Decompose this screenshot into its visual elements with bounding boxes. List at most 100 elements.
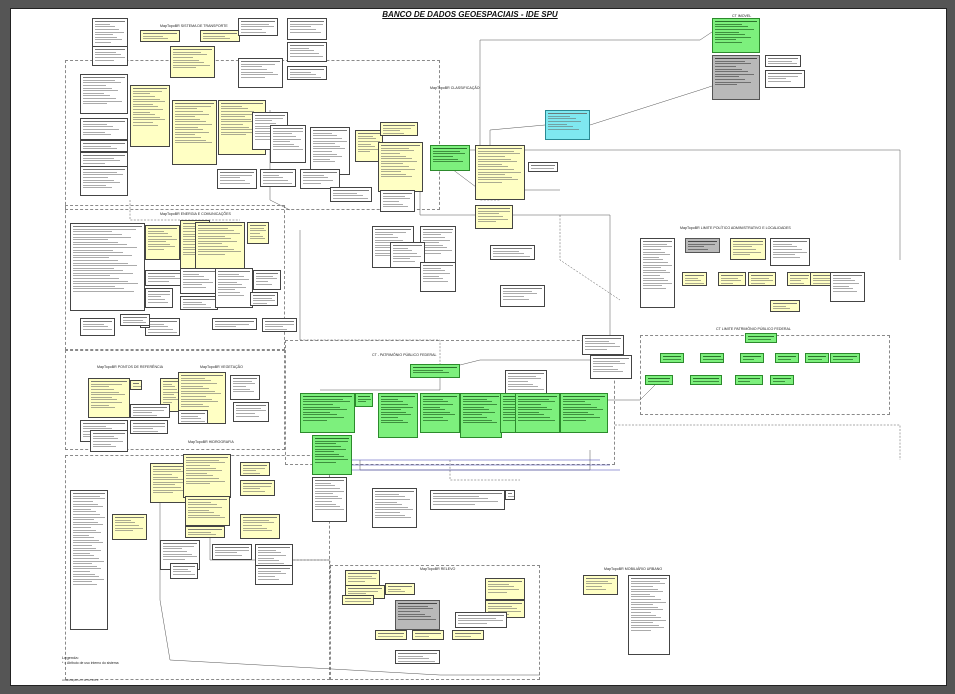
class-attribute-line xyxy=(631,617,661,619)
class-attribute-line xyxy=(508,375,536,377)
class-box xyxy=(238,18,278,36)
class-attribute-line xyxy=(183,225,199,227)
class-attribute-line xyxy=(478,163,502,165)
class-box xyxy=(80,318,115,336)
class-attribute-line xyxy=(183,301,202,303)
class-attribute-line xyxy=(508,380,528,382)
class-box xyxy=(230,375,260,400)
class-box-header xyxy=(95,21,125,23)
class-attribute-line xyxy=(163,548,182,550)
class-attribute-line xyxy=(488,608,517,610)
class-box xyxy=(253,270,281,290)
class-attribute-line xyxy=(73,555,95,557)
class-box xyxy=(740,353,764,363)
class-attribute-line xyxy=(198,230,234,232)
class-box-header xyxy=(173,49,212,51)
class-box xyxy=(420,262,456,292)
class-attribute-line xyxy=(381,163,404,165)
class-attribute-line xyxy=(393,260,415,262)
class-attribute-line xyxy=(778,358,791,360)
class-attribute-line xyxy=(303,419,327,421)
class-attribute-line xyxy=(315,490,345,492)
class-attribute-line xyxy=(198,238,232,240)
class-attribute-line xyxy=(73,265,138,267)
class-attribute-line xyxy=(83,328,113,330)
class-attribute-line xyxy=(73,285,115,287)
class-attribute-line xyxy=(236,415,260,417)
class-attribute-line xyxy=(631,591,663,593)
class-attribute-line xyxy=(478,168,515,170)
class-attribute-line xyxy=(243,470,256,472)
class-attribute-line xyxy=(423,278,444,280)
class-attribute-line xyxy=(148,293,170,295)
class-attribute-line xyxy=(643,274,660,276)
class-box xyxy=(345,570,380,586)
class-attribute-line xyxy=(148,278,181,280)
class-attribute-line xyxy=(73,524,103,526)
class-attribute-line xyxy=(93,446,117,448)
class-attribute-line xyxy=(183,243,199,245)
class-box-header xyxy=(715,58,757,60)
class-attribute-line xyxy=(358,148,379,150)
class-attribute-line xyxy=(221,118,252,120)
class-attribute-line xyxy=(358,146,375,148)
class-attribute-line xyxy=(256,275,274,277)
class-box xyxy=(180,268,218,294)
class-box xyxy=(490,245,535,260)
class-attribute-line xyxy=(133,101,165,103)
class-attribute-line xyxy=(256,283,272,285)
class-box xyxy=(380,122,418,136)
class-attribute-line xyxy=(348,575,372,577)
class-attribute-line xyxy=(768,75,799,77)
class-attribute-line xyxy=(198,240,238,242)
class-attribute-line xyxy=(381,176,412,178)
class-attribute-line xyxy=(175,105,212,107)
class-box-header xyxy=(163,543,197,545)
class-attribute-line xyxy=(375,236,399,238)
class-attribute-line xyxy=(133,95,156,97)
class-attribute-line xyxy=(221,123,243,125)
package-label-classificacao: MapTopoBR CLASSIFICAÇÃO xyxy=(430,86,480,90)
class-box-header xyxy=(743,356,761,358)
class-attribute-line xyxy=(173,64,210,66)
class-attribute-line xyxy=(250,227,264,229)
class-attribute-line xyxy=(348,580,366,582)
class-attribute-line xyxy=(493,255,530,257)
class-box xyxy=(395,600,440,630)
class-box xyxy=(200,30,240,42)
class-attribute-line xyxy=(393,255,422,257)
class-attribute-line xyxy=(813,280,833,282)
class-box xyxy=(145,225,180,260)
class-attribute-line xyxy=(73,283,138,285)
class-attribute-line xyxy=(358,138,377,140)
class-box-header xyxy=(503,288,542,290)
class-attribute-line xyxy=(198,232,241,234)
class-attribute-line xyxy=(375,231,406,233)
class-attribute-line xyxy=(478,215,504,217)
class-attribute-line xyxy=(503,298,530,300)
class-attribute-line xyxy=(733,248,757,250)
class-attribute-line xyxy=(381,422,409,424)
class-attribute-line xyxy=(518,414,545,416)
class-box-header xyxy=(203,33,237,35)
class-attribute-line xyxy=(273,148,304,150)
class-attribute-line xyxy=(133,385,141,387)
legend-text: * = Atributo de uso interno do sistema xyxy=(62,661,119,665)
class-attribute-line xyxy=(73,529,97,531)
class-attribute-line xyxy=(833,290,858,292)
class-attribute-line xyxy=(133,409,164,411)
class-attribute-line xyxy=(95,26,115,28)
class-attribute-line xyxy=(215,323,250,325)
class-attribute-line xyxy=(73,552,90,554)
class-box xyxy=(765,70,805,88)
class-attribute-line xyxy=(531,167,554,169)
class-attribute-line xyxy=(83,184,106,186)
class-box xyxy=(390,242,425,268)
class-attribute-line xyxy=(290,26,311,28)
class-attribute-line xyxy=(133,114,156,116)
class-attribute-line xyxy=(95,28,120,30)
class-attribute-line xyxy=(303,416,344,418)
class-attribute-line xyxy=(163,553,192,555)
class-box xyxy=(80,140,128,152)
class-box xyxy=(130,404,170,418)
